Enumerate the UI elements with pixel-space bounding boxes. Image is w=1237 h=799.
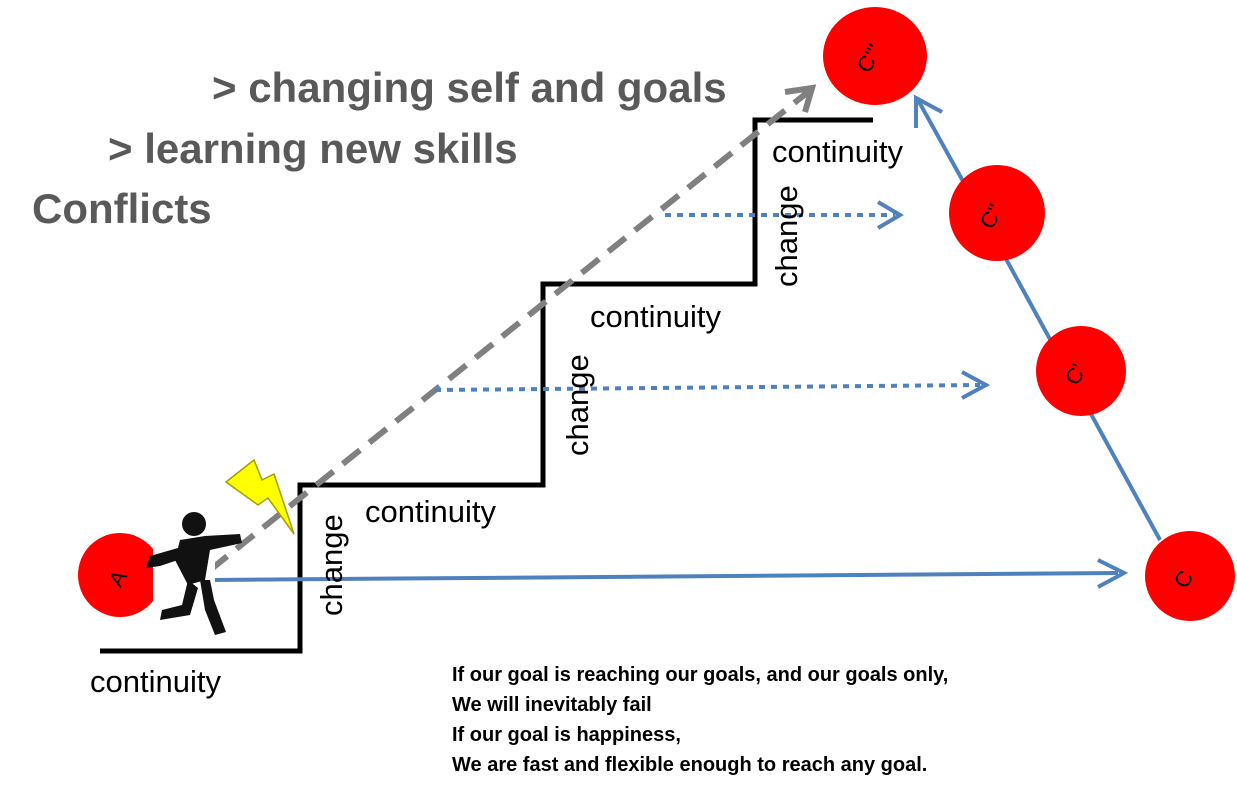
circle-a (78, 533, 162, 617)
change-label-1: change (314, 514, 349, 616)
horizontal-arrowhead (1097, 558, 1129, 589)
progress-dashed-arrow (208, 89, 810, 573)
circle-c3 (823, 7, 927, 105)
quote-block: If our goal is reaching our goals, and o… (452, 660, 948, 780)
horizontal-blue-arrow (209, 571, 1119, 582)
change-label-2: change (560, 354, 595, 456)
continuity-label-3: continuity (590, 299, 721, 334)
lightning-icon (224, 458, 295, 535)
heading-learning: > learning new skills (108, 125, 518, 172)
quote-line-3: If our goal is happiness, (452, 724, 681, 746)
dotted-arrow-middle (434, 383, 981, 392)
circle-c2 (949, 165, 1045, 261)
dotted-arrowhead-upper (876, 200, 904, 230)
continuity-label-4: continuity (772, 134, 903, 169)
circle-c1 (1036, 326, 1126, 416)
quote-line-2: We will inevitably fail (452, 694, 652, 716)
circle-c (1145, 531, 1235, 621)
heading-changing: > changing self and goals (212, 64, 727, 111)
quote-line-1: If our goal is reaching our goals, and o… (452, 664, 949, 686)
change-label-3: change (769, 185, 804, 287)
heading-conflicts: Conflicts (32, 185, 212, 232)
pushing-person-icon (146, 512, 242, 644)
upper-right-arrowhead (914, 94, 943, 128)
continuity-label-2: continuity (365, 494, 496, 529)
dotted-arrowhead-middle (961, 370, 991, 400)
quote-line-4: We are fast and flexible enough to reach… (452, 754, 928, 776)
progress-arrowhead (784, 84, 817, 113)
continuity-label-1: continuity (90, 664, 221, 699)
staircase (100, 117, 873, 654)
